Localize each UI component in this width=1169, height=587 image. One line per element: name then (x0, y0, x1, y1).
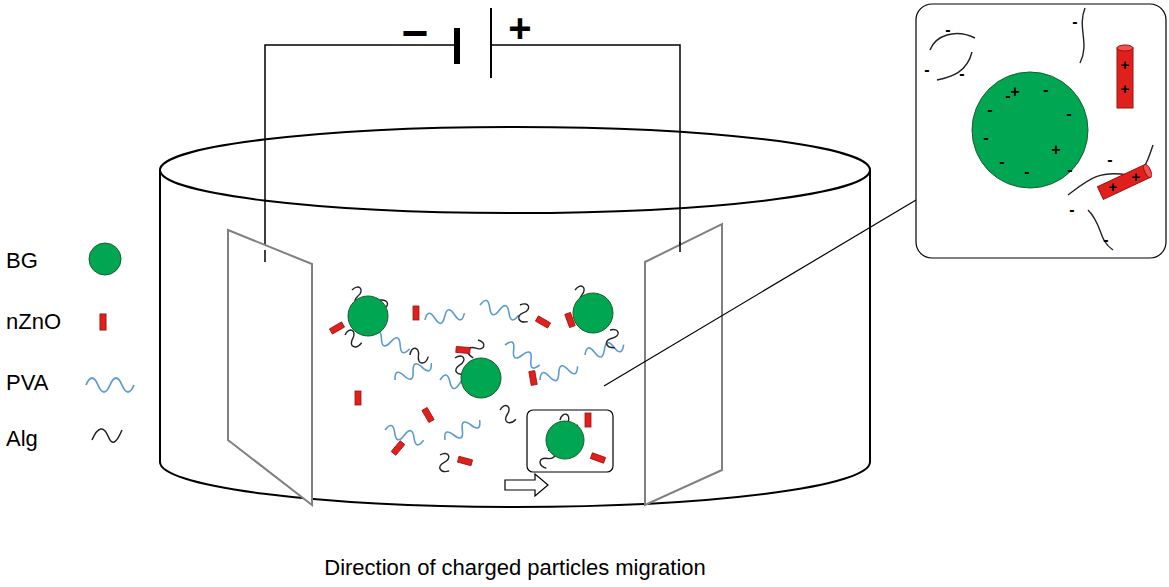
charge-sign: - (959, 66, 964, 82)
charge-sign: - (1072, 14, 1077, 30)
bioactive-glass-particles (348, 293, 613, 472)
zoom-leader (604, 200, 916, 386)
legend-label: PVA (6, 370, 48, 395)
charge-sign: - (1005, 88, 1010, 104)
legend-entry: nZnO (6, 311, 61, 333)
charge-sign: - (1067, 162, 1072, 178)
anode-plate (645, 224, 722, 505)
legend-nzno-sample (100, 314, 106, 330)
charge-sign: - (1043, 82, 1048, 98)
legend-entry: Alg (6, 428, 38, 450)
charge-sign: - (1107, 152, 1112, 168)
legend-entry: PVA (6, 372, 48, 394)
legend-alg-sample (92, 429, 122, 442)
charge-sign: - (1103, 232, 1108, 248)
charge-sign: + (1121, 57, 1130, 72)
alginate-chains (344, 285, 623, 473)
legend-pva-sample (86, 378, 134, 392)
charge-sign: - (987, 102, 992, 118)
legend-label: Alg (6, 426, 38, 451)
zno-nanorods (329, 306, 605, 466)
battery-terminal: − (402, 10, 429, 56)
battery-terminal: + (508, 8, 531, 48)
legend-label: nZnO (6, 309, 61, 334)
legend-entry: BG (6, 250, 38, 272)
charge-sign: + (1121, 81, 1130, 96)
inset-zoom (916, 4, 1166, 258)
charge-sign: - (983, 130, 988, 146)
charge-sign: - (1066, 106, 1071, 122)
charge-sign: - (945, 22, 950, 38)
legend-label: BG (6, 248, 38, 273)
charge-sign: + (1051, 142, 1060, 158)
charge-sign: + (1010, 84, 1019, 100)
legend-samples (86, 243, 134, 442)
deposition-cell (160, 127, 870, 507)
charge-sign: - (924, 62, 929, 78)
charge-sign: - (1024, 164, 1029, 180)
charge-sign: - (999, 154, 1004, 170)
charge-sign: + (1109, 179, 1118, 194)
power-circuit (265, 8, 680, 252)
cathode-plate (228, 230, 312, 505)
legend-bg-sample (89, 243, 121, 275)
caption-text: Direction of charged particles migration (324, 557, 706, 579)
charge-sign: - (1069, 202, 1074, 218)
migration-arrow (505, 474, 548, 496)
charge-sign: + (1132, 169, 1141, 184)
